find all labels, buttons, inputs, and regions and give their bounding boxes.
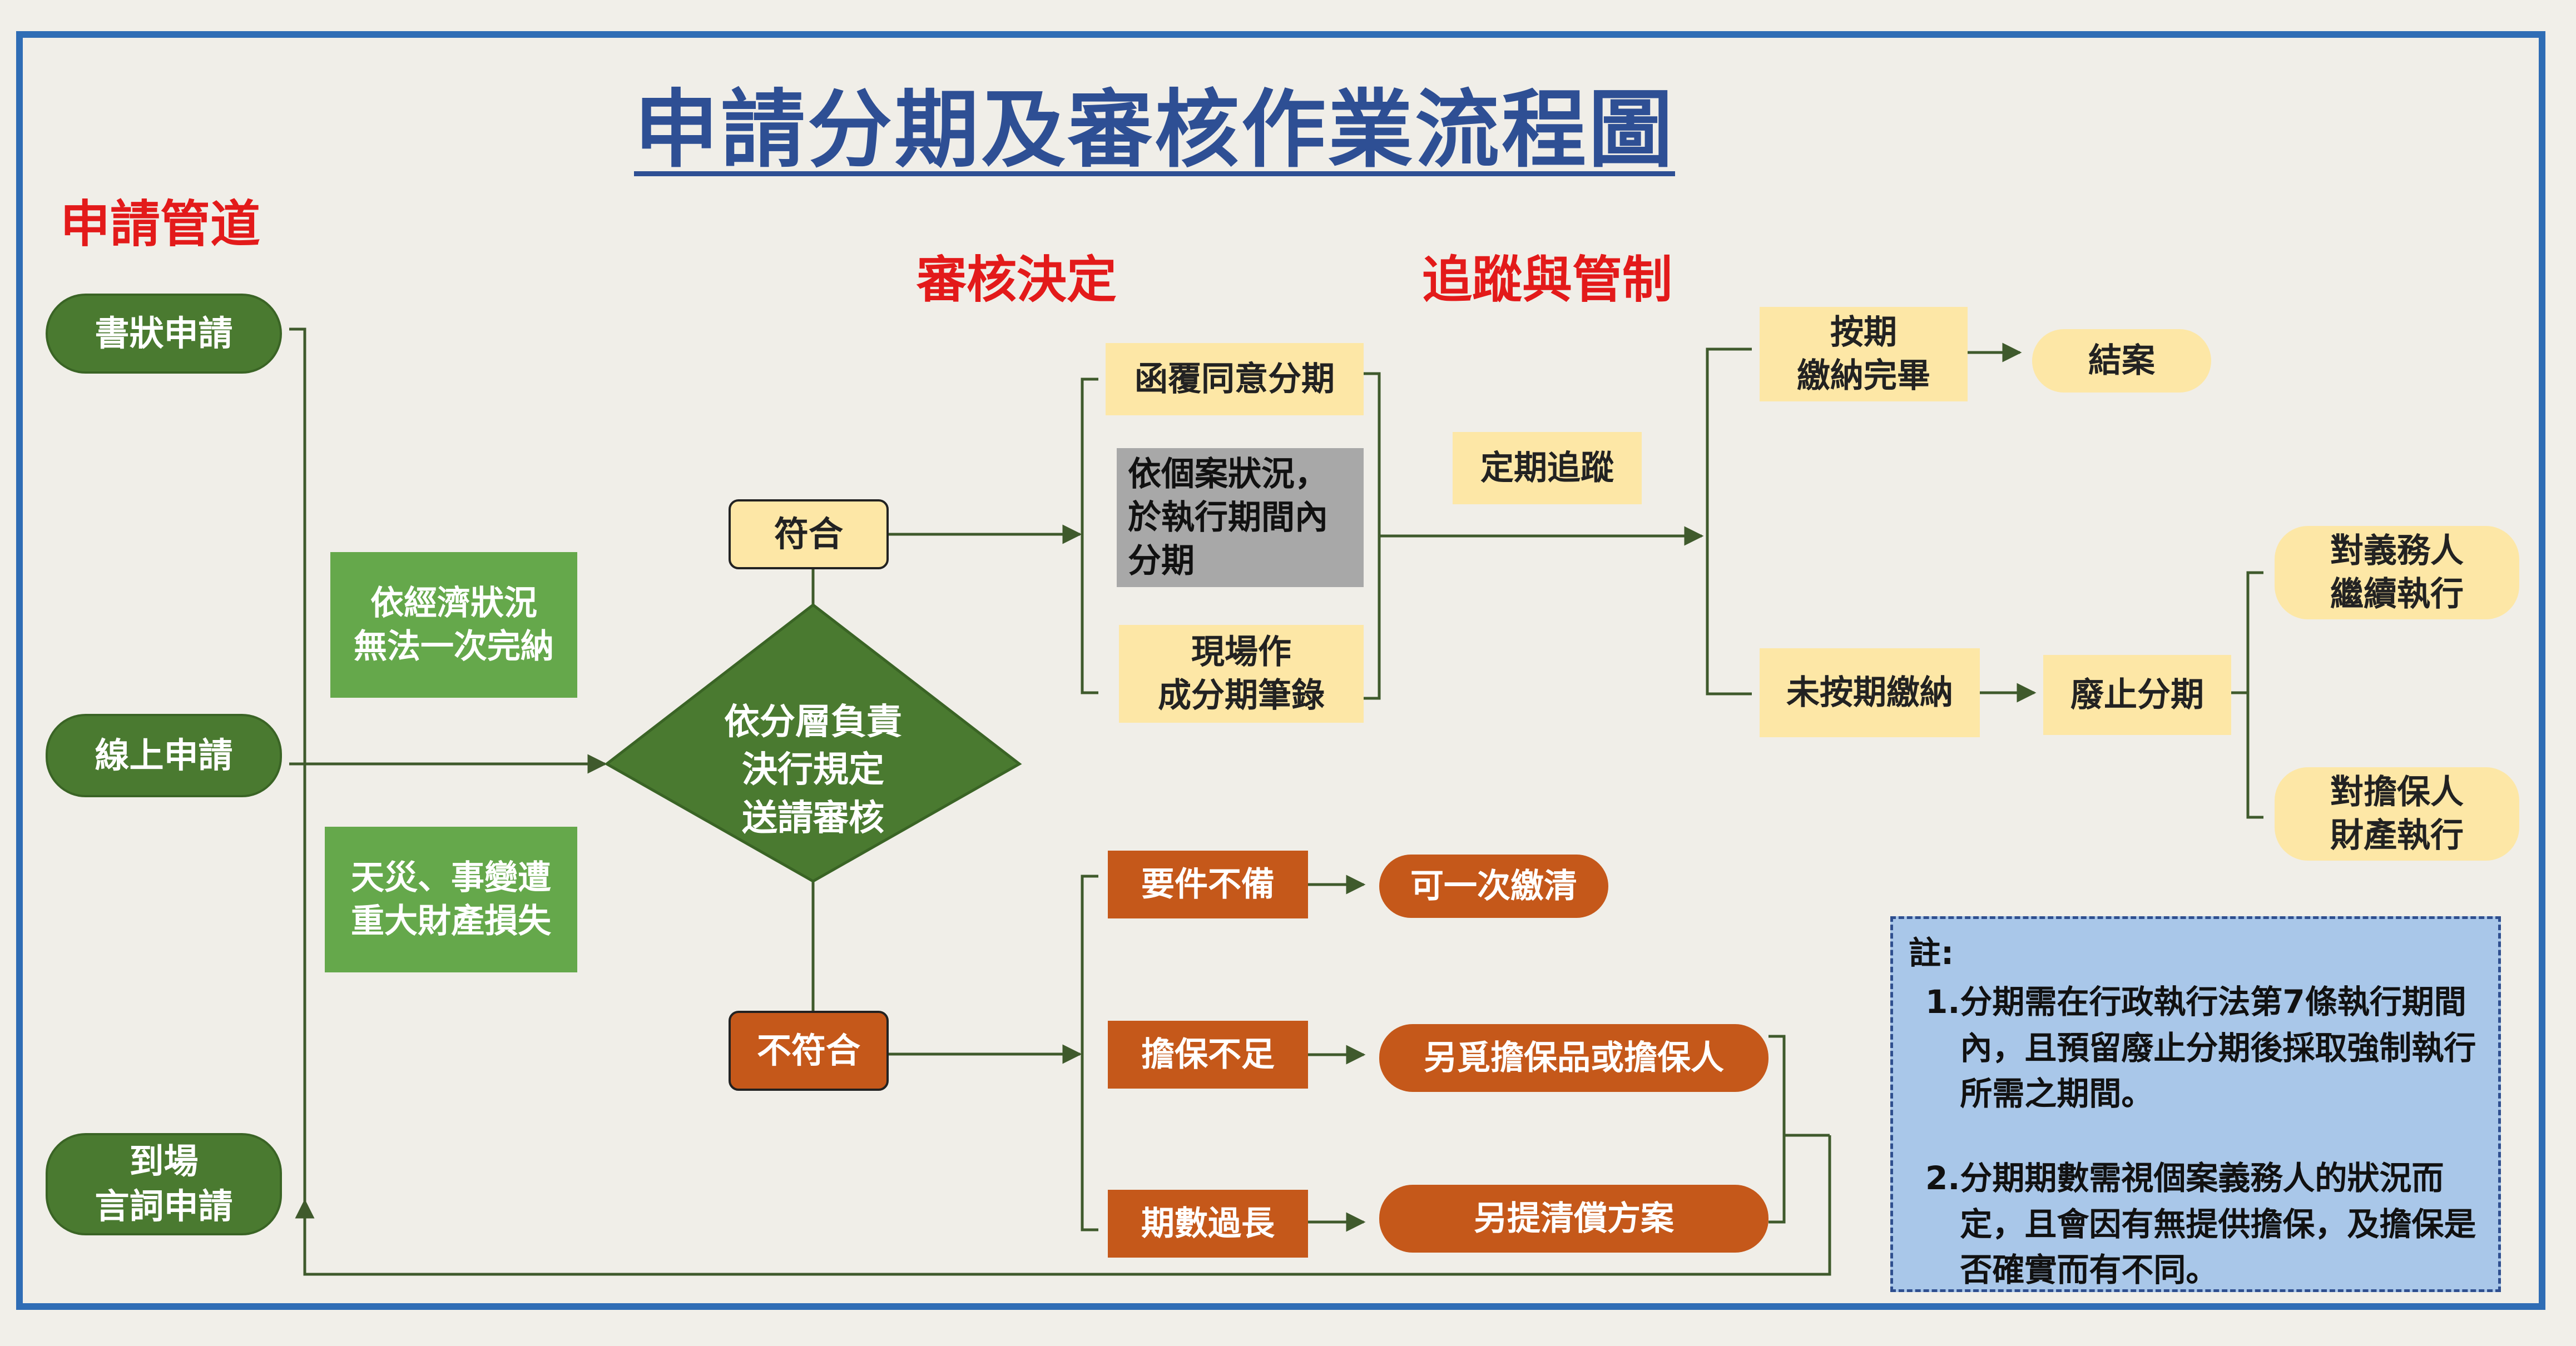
tracking-closed: 結案 <box>2032 329 2211 393</box>
approve-case-line2: 於執行期間內 <box>1128 498 1328 537</box>
section-tracking: 追蹤與管制 <box>1422 251 1672 309</box>
loop-back-line <box>295 1135 1831 1276</box>
approve-letter-label: 函覆同意分期 <box>1135 360 1335 399</box>
approve-case: 依個案狀況， 於執行期間內 分期 <box>1117 448 1364 587</box>
result-fail: 不符合 <box>729 1011 889 1091</box>
reason-economic-line2: 無法一次完納 <box>354 627 554 666</box>
reject-insufficient-guarantee-label: 擔保不足 <box>1141 1035 1275 1074</box>
tracking-debtor: 對義務人 繼續執行 <box>2275 526 2519 619</box>
tracking-debtor-line1: 對義務人 <box>2330 532 2464 570</box>
page-title: 申請分期及審核作業流程圖 <box>634 81 1675 179</box>
decision-line2: 決行規定 <box>742 749 884 791</box>
reason-disaster-line2: 重大財產損失 <box>351 902 551 941</box>
tracking-paid-line2: 繳納完畢 <box>1797 356 1930 395</box>
tracking-paid-line1: 按期 <box>1830 313 1897 352</box>
tracking-revoke-label: 廢止分期 <box>2070 676 2204 714</box>
approve-case-line1: 依個案狀況， <box>1128 455 1328 494</box>
note-item-1-num: 1. <box>1925 983 1960 1021</box>
tracking-unpaid: 未按期繳納 <box>1760 648 1980 737</box>
note-item-2: 2. 分期期數需視個案義務人的狀況而定，且會因有無提供擔保，及擔保是否確實而有不… <box>1925 1155 2483 1293</box>
tracking-periodic-label: 定期追蹤 <box>1480 449 1614 488</box>
reject-pay-once-label: 可一次繳清 <box>1410 867 1577 906</box>
tracking-closed-label: 結案 <box>2088 341 2155 380</box>
revoke-bracket <box>2231 571 2263 819</box>
note-item-1: 1. 分期需在行政執行法第7條執行期間內，且預留廢止分期後採取強制執行所需之期間… <box>1925 979 2483 1116</box>
reject-repayment-plan: 另提清償方案 <box>1379 1185 1768 1253</box>
reason-disaster: 天災、事變遭 重大財產損失 <box>325 827 577 972</box>
decision-diamond <box>604 603 1022 883</box>
tracking-guarantor-line1: 對擔保人 <box>2330 773 2464 812</box>
reject-too-long-label: 期數過長 <box>1141 1204 1275 1243</box>
note-item-2-num: 2. <box>1925 1159 1960 1198</box>
channel-online-label: 線上申請 <box>95 734 233 776</box>
tracking-bracket <box>1706 347 1752 696</box>
result-fail-label: 不符合 <box>756 1030 860 1071</box>
reject-insufficient-guarantee: 擔保不足 <box>1108 1021 1308 1089</box>
tracking-guarantor-line2: 財產執行 <box>2330 816 2464 855</box>
decision-label: 依分層負責 決行規定 送請審核 <box>674 698 952 842</box>
result-pass-label: 符合 <box>774 513 843 554</box>
approve-record: 現場作 成分期筆錄 <box>1119 625 1364 723</box>
reason-economic-line1: 依經濟狀況 <box>370 584 537 623</box>
reject-find-guarantee-label: 另覓擔保品或擔保人 <box>1424 1039 1724 1077</box>
rejections-bracket <box>1081 875 1098 1231</box>
approve-letter: 函覆同意分期 <box>1106 343 1364 415</box>
channel-bracket <box>289 327 306 1226</box>
reject-find-guarantee: 另覓擔保品或擔保人 <box>1379 1024 1768 1092</box>
reject-pay-once: 可一次繳清 <box>1379 855 1608 918</box>
channel-onsite-line2: 言詞申請 <box>95 1186 233 1226</box>
reason-disaster-line1: 天災、事變遭 <box>351 858 551 897</box>
result-pass: 符合 <box>729 499 889 569</box>
approve-record-line2: 成分期筆錄 <box>1158 676 1325 715</box>
reason-economic: 依經濟狀況 無法一次完納 <box>330 552 577 698</box>
approve-record-line1: 現場作 <box>1191 633 1291 672</box>
channel-online: 線上申請 <box>46 714 282 797</box>
section-channels: 申請管道 <box>60 195 260 254</box>
decision-line3: 送請審核 <box>742 797 884 839</box>
note-box: 註: 1. 分期需在行政執行法第7條執行期間內，且預留廢止分期後採取強制執行所需… <box>1890 916 2501 1292</box>
channel-onsite: 到場 言詞申請 <box>46 1133 282 1235</box>
approve-case-line3: 分期 <box>1128 542 1195 580</box>
note-item-2-text: 分期期數需視個案義務人的狀況而定，且會因有無提供擔保，及擔保是否確實而有不同。 <box>1960 1159 2476 1289</box>
reject-too-long: 期數過長 <box>1108 1190 1308 1258</box>
note-item-1-text: 分期需在行政執行法第7條執行期間內，且預留廢止分期後採取強制執行所需之期間。 <box>1960 983 2476 1113</box>
tracking-unpaid-label: 未按期繳納 <box>1786 673 1953 712</box>
tracking-periodic: 定期追蹤 <box>1453 432 1642 504</box>
tracking-debtor-line2: 繼續執行 <box>2330 575 2464 614</box>
section-review: 審核決定 <box>917 251 1117 309</box>
tracking-revoke: 廢止分期 <box>2043 655 2231 735</box>
tracking-guarantor: 對擔保人 財產執行 <box>2275 767 2519 861</box>
reject-missing-docs: 要件不備 <box>1108 851 1308 918</box>
channel-written-label: 書狀申請 <box>95 312 233 354</box>
rejections-right-bracket <box>1768 1035 1830 1224</box>
reject-repayment-plan-label: 另提清償方案 <box>1474 1199 1674 1238</box>
reject-missing-docs-label: 要件不備 <box>1141 865 1275 904</box>
channel-written: 書狀申請 <box>46 294 282 374</box>
note-head: 註: <box>1909 934 1954 972</box>
decision-line1: 依分層負責 <box>724 702 902 743</box>
channel-onsite-line1: 到場 <box>129 1141 199 1182</box>
approvals-bracket-left <box>1081 378 1098 694</box>
tracking-paid: 按期 繳納完畢 <box>1760 307 1968 401</box>
approvals-bracket-right <box>1364 372 1381 700</box>
